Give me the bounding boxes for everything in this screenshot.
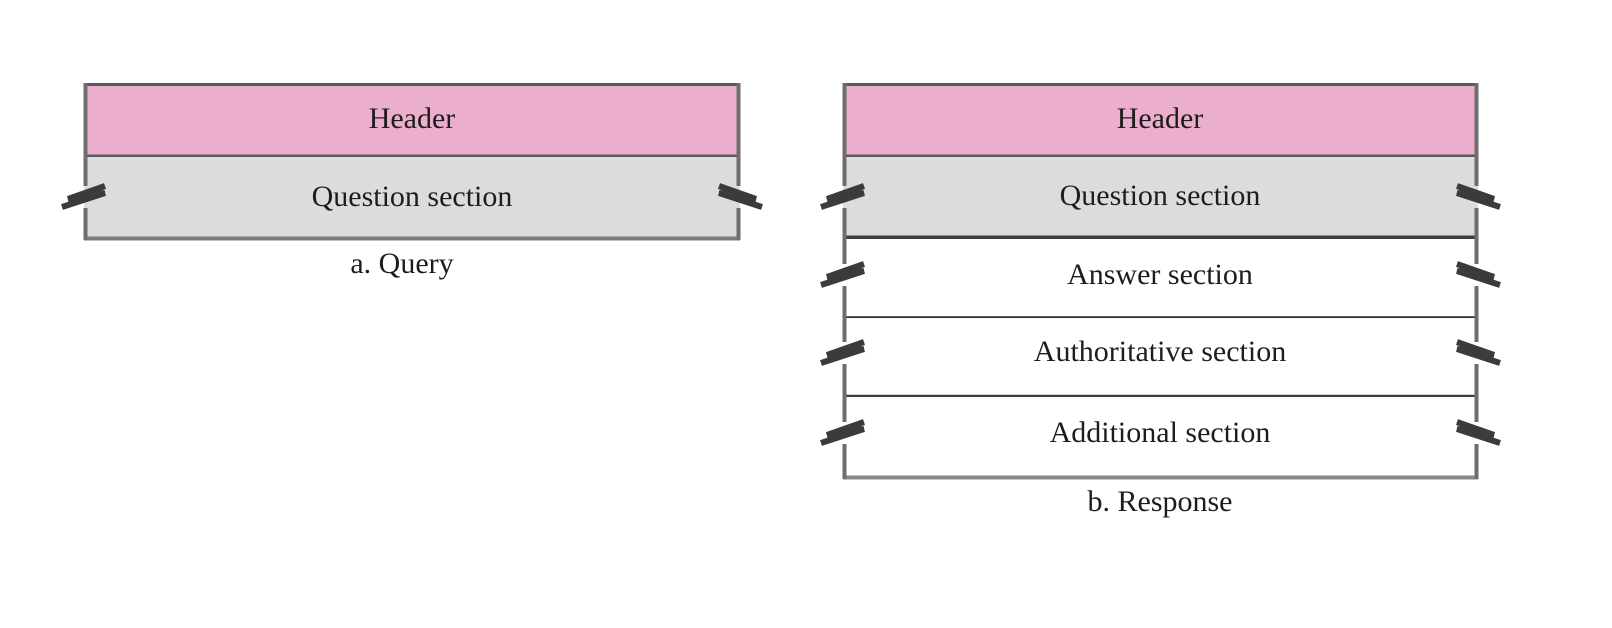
response-question-section: Question section <box>843 157 1478 240</box>
query-right-break-zigzag-icon <box>718 183 763 210</box>
query-header-section: Header <box>84 83 740 159</box>
response-header-fill <box>843 83 1478 157</box>
response-authoritative-section: Authoritative section <box>843 318 1478 399</box>
response-right-break-zigzag-1-icon <box>1456 183 1501 210</box>
response-header-section: Header <box>843 83 1478 159</box>
query-right-border <box>718 83 763 240</box>
response-left-break-zigzag-2-icon <box>820 261 865 288</box>
response-authoritative-fill <box>843 318 1478 397</box>
response-answer-section: Answer section <box>843 239 1478 319</box>
query-header-fill <box>84 83 740 157</box>
response-authoritative-label: Authoritative section <box>1034 335 1286 368</box>
response-question-fill <box>843 157 1478 239</box>
query-caption: a. Query <box>350 247 453 280</box>
response-left-border <box>820 83 865 479</box>
response-right-break-zigzag-2-icon <box>1456 261 1501 288</box>
response-right-break-zigzag-3-icon <box>1456 339 1501 366</box>
response-question-label: Question section <box>1060 179 1261 212</box>
query-question-label: Question section <box>312 180 513 213</box>
response-diagram: Header Question section Answer section A… <box>820 83 1501 518</box>
response-left-break-zigzag-4-icon <box>820 419 865 446</box>
response-additional-fill <box>843 397 1478 478</box>
query-diagram: Header Question section <box>61 83 763 280</box>
response-answer-label: Answer section <box>1067 258 1253 291</box>
response-answer-fill <box>843 239 1478 318</box>
query-header-label: Header <box>369 102 456 135</box>
response-right-border <box>1456 83 1501 479</box>
response-right-break-zigzag-4-icon <box>1456 419 1501 446</box>
response-left-break-zigzag-3-icon <box>820 339 865 366</box>
query-left-border <box>61 83 106 240</box>
response-left-break-zigzag-1-icon <box>820 183 865 210</box>
response-header-label: Header <box>1117 102 1204 135</box>
response-additional-label: Additional section <box>1050 416 1271 449</box>
query-question-fill <box>84 157 740 240</box>
response-caption: b. Response <box>1088 485 1233 518</box>
response-additional-section: Additional section <box>843 397 1478 480</box>
query-left-break-zigzag-icon <box>61 183 106 210</box>
query-question-section: Question section <box>84 157 740 241</box>
